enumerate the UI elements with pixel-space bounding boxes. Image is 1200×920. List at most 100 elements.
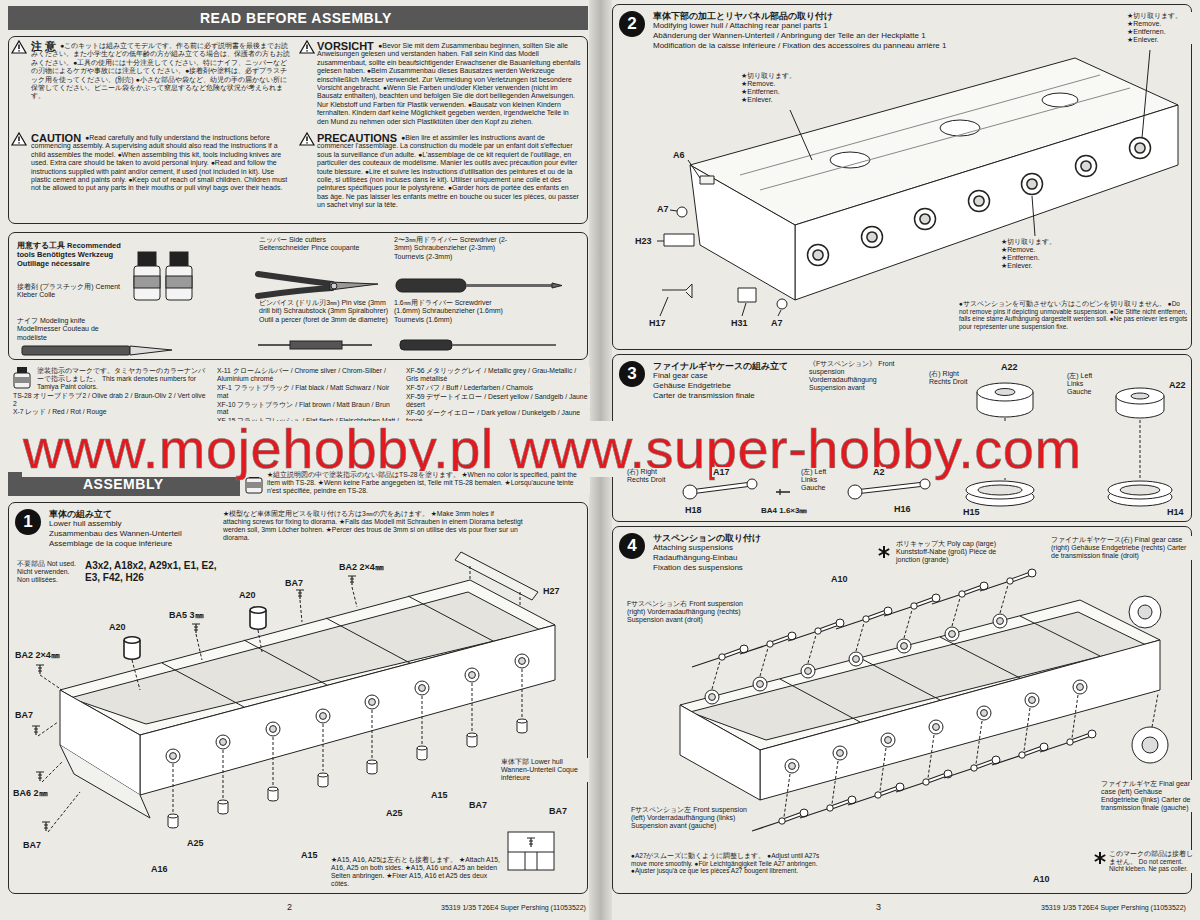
node-text: ●Bevor Sie mit dem Zusammenbau beginnen,… — [317, 42, 581, 126]
part-callout: H31 — [730, 318, 749, 328]
step-number-text: 4 — [619, 533, 645, 559]
node-text: ●Bien lire et assimiler les instructions… — [317, 134, 581, 210]
note-text: ●A27がスムーズに動くように調整します。 ●Adjust until A27s… — [630, 852, 832, 875]
part-callout: H23 — [634, 236, 653, 246]
part-callout: A10 — [830, 574, 849, 584]
node-text: ニッパー Side cutters Seitenschneider Pince … — [259, 236, 369, 253]
part-callout: BA2 2×4㎜ — [14, 650, 61, 660]
node-text: 接着剤 (プラスチック用) Cement Kleber Colle — [17, 283, 121, 300]
part-callout: H14 — [1166, 507, 1185, 517]
part-callout: H16 — [893, 504, 912, 514]
precautions-panel: 注 意●このキットは組み立てモデルです。作る前に必ず説明書を最後までお読みくださ… — [8, 36, 588, 224]
step-number: 2 — [619, 11, 645, 37]
part-callout: A3x2, A18x2, A29x1, E1, E2, E3, F42, H26 — [84, 560, 226, 583]
note-text: ★切り取ります。 ★Remove. ★Entfernen. ★Enlever. — [1000, 238, 1074, 270]
part-callout: A6 — [672, 150, 686, 160]
part-callout: BA7 — [468, 800, 488, 810]
note-text: ファイナルギヤ左 Final gear case (left) Gehäuse … — [1100, 780, 1192, 812]
note-text: 《Fサスペンション》 Front suspension Vorderradauf… — [808, 360, 910, 392]
step-number: 1 — [15, 509, 41, 535]
node-text: ピンバイス (ドリル刃3㎜) Pin vise (3mm drill bit) … — [259, 299, 389, 324]
note-text: ●サスペンションを可動させない方はこのピンを切り取りません。 ●Do not r… — [958, 300, 1190, 330]
node-text: ナイフ Modeling knife Modellmesser Couteau … — [17, 317, 121, 342]
note-text: 35319 1/35 T26E4 Super Pershing (1105352… — [440, 904, 587, 912]
part-callout: BA6 2㎜ — [12, 788, 49, 798]
note-text: ★組立説明図の中で塗装指示のない部品はTS-28を塗ります。 ★When no … — [266, 471, 590, 495]
part-callout: A15 — [300, 850, 319, 860]
part-callout: H15 — [962, 507, 981, 517]
part-callout: A17 — [712, 467, 731, 477]
part-callout: BA7 — [284, 578, 304, 588]
part-callout: A20 — [108, 622, 127, 632]
node-text: Fixation des suspensions — [653, 563, 803, 573]
part-callout: A22 — [1000, 362, 1019, 372]
part-callout: BA2 2×4㎜ — [338, 562, 385, 572]
paint-code: 塗装指示のマークです。タミヤカラーのカラーナンバーで指示しました。 This m… — [36, 367, 210, 391]
node-text: Carter de transmission finale — [653, 391, 803, 401]
note-text: ★A15, A16, A25は左右とも接着します。 ★Attach A15, A… — [330, 856, 504, 888]
node-text: Modifying lower hull / Attaching rear pa… — [653, 21, 973, 31]
note-text: 不要部品 Not used. Nicht verwenden. Non util… — [16, 560, 82, 584]
note-text: ★切り取ります。 ★Remove. ★Entfernen. ★Enlever. — [740, 72, 812, 104]
node-text: 1.6㎜用ドライバー Screwdriver (1.6mm) Schrauben… — [394, 299, 514, 324]
part-callout: A10 — [1032, 874, 1051, 884]
step-number: 4 — [619, 533, 645, 559]
paint-code: X-11 クロームシルバー / Chrome silver / Chrom-Si… — [216, 367, 403, 383]
step-number: 3 — [619, 361, 645, 387]
node-text: 車体の組み立て — [49, 509, 217, 519]
note-text: 3 — [875, 902, 882, 912]
node-text: サスペンションの取り付け — [653, 533, 803, 543]
node-text: ●Read carefully and fully understand the… — [31, 134, 293, 193]
part-callout: A22 — [1168, 380, 1187, 390]
node-text: Gehäuse Endgetriebe — [653, 381, 803, 391]
step-number-text: 2 — [619, 11, 645, 37]
paint-code: X-7 レッド / Red / Rot / Rouge — [12, 408, 210, 416]
node-text: Modification de la caisse inférieure / F… — [653, 41, 973, 51]
part-callout: A20 — [238, 590, 257, 600]
note-text: Fサスペンション右 Front suspension (right) Vorde… — [626, 600, 746, 624]
part-callout: A16 — [150, 864, 169, 874]
note-text: 2 — [286, 902, 293, 912]
part-callout: BA4 1.6×3㎜ — [760, 506, 808, 515]
note-text: (右) Right Rechts Droit — [928, 370, 972, 386]
note-text: ★切り取ります。 ★Remove. ★Entfernen. ★Enlever. — [1126, 12, 1192, 44]
node-text: Zusammenbau des Wannen-Unterteil — [49, 529, 217, 539]
node-text: 車体下部の加工とリヤパネル部品の取り付け — [653, 11, 973, 21]
part-callout: A25 — [186, 838, 205, 848]
part-callout: BA5 3㎜ — [168, 610, 205, 620]
paint-code: XF-1 フラットブラック / Flat black / Matt Schwar… — [216, 384, 403, 400]
step-number-text: 3 — [619, 361, 645, 387]
tools-panel: 用意する工具 Recommended tools Benötigtes Werk… — [8, 232, 588, 360]
node-text: ファイナルギヤケースの組み立て — [653, 361, 803, 371]
part-callout: A7 — [770, 318, 784, 328]
step-number-text: 1 — [15, 509, 41, 535]
band-title: READ BEFORE ASSEMBLY — [200, 10, 392, 27]
part-callout: H17 — [648, 318, 667, 328]
note-text: Fサスペンション左 Front suspension (left) Vorder… — [630, 806, 750, 830]
note-text: ポリキャップ大 Poly cap (large) Kunststoff-Nabe… — [895, 540, 1017, 564]
note-text: (右) Right Rechts Droit — [626, 468, 670, 484]
node-text: Lower hull assembly — [49, 519, 217, 529]
note-text: (左) Left Links Gauche — [1066, 372, 1110, 396]
part-callout: A7 — [656, 204, 670, 214]
step-panel: 4 サスペンションの取り付けAttaching suspensionsRadauf… — [612, 526, 1192, 894]
paint-code: XF-59 デザートイエロー / Desert yellow / Sandgel… — [405, 393, 590, 409]
note-text: 35319 1/35 T26E4 Super Pershing (1105352… — [1040, 904, 1187, 912]
node-text: Abänderung der Wannen-Unterteil / Anbrin… — [653, 31, 973, 41]
note-text: このマークの部品は接着しません。 Do not cement. Nicht kl… — [1108, 850, 1194, 873]
node-text: 用意する工具 Recommended tools Benötigtes Werk… — [17, 241, 129, 268]
note-text: 車体下部 Lower hull Wannen-Unterteil Coque i… — [500, 758, 588, 782]
step-panel: 2 車体下部の加工とリヤパネル部品の取り付けModifying lower hul… — [612, 4, 1192, 350]
node-text: Radaufhängung-Einbau — [653, 553, 803, 563]
part-callout: BA7 — [14, 710, 34, 720]
note-text: (左) Left Links Gauche — [800, 468, 844, 492]
part-callout: A2 — [872, 467, 886, 477]
node-text: Assemblage de la coque inférieure — [49, 539, 217, 549]
part-callout: BA7 — [22, 840, 42, 850]
node-text: ●このキットは組み立てモデルです。作る前に必ず説明書を最後までお読みください。ま… — [31, 42, 293, 101]
band-title: ASSEMBLY — [83, 476, 164, 493]
paint-code: XF-57 バフ / Buff / Lederfarben / Chamois — [405, 384, 590, 392]
node-text: Attaching suspensions — [653, 543, 803, 553]
note-text: ファイナルギヤケース(右) Final gear case (right) Ge… — [1050, 536, 1192, 560]
part-callout: A25 — [385, 808, 404, 818]
